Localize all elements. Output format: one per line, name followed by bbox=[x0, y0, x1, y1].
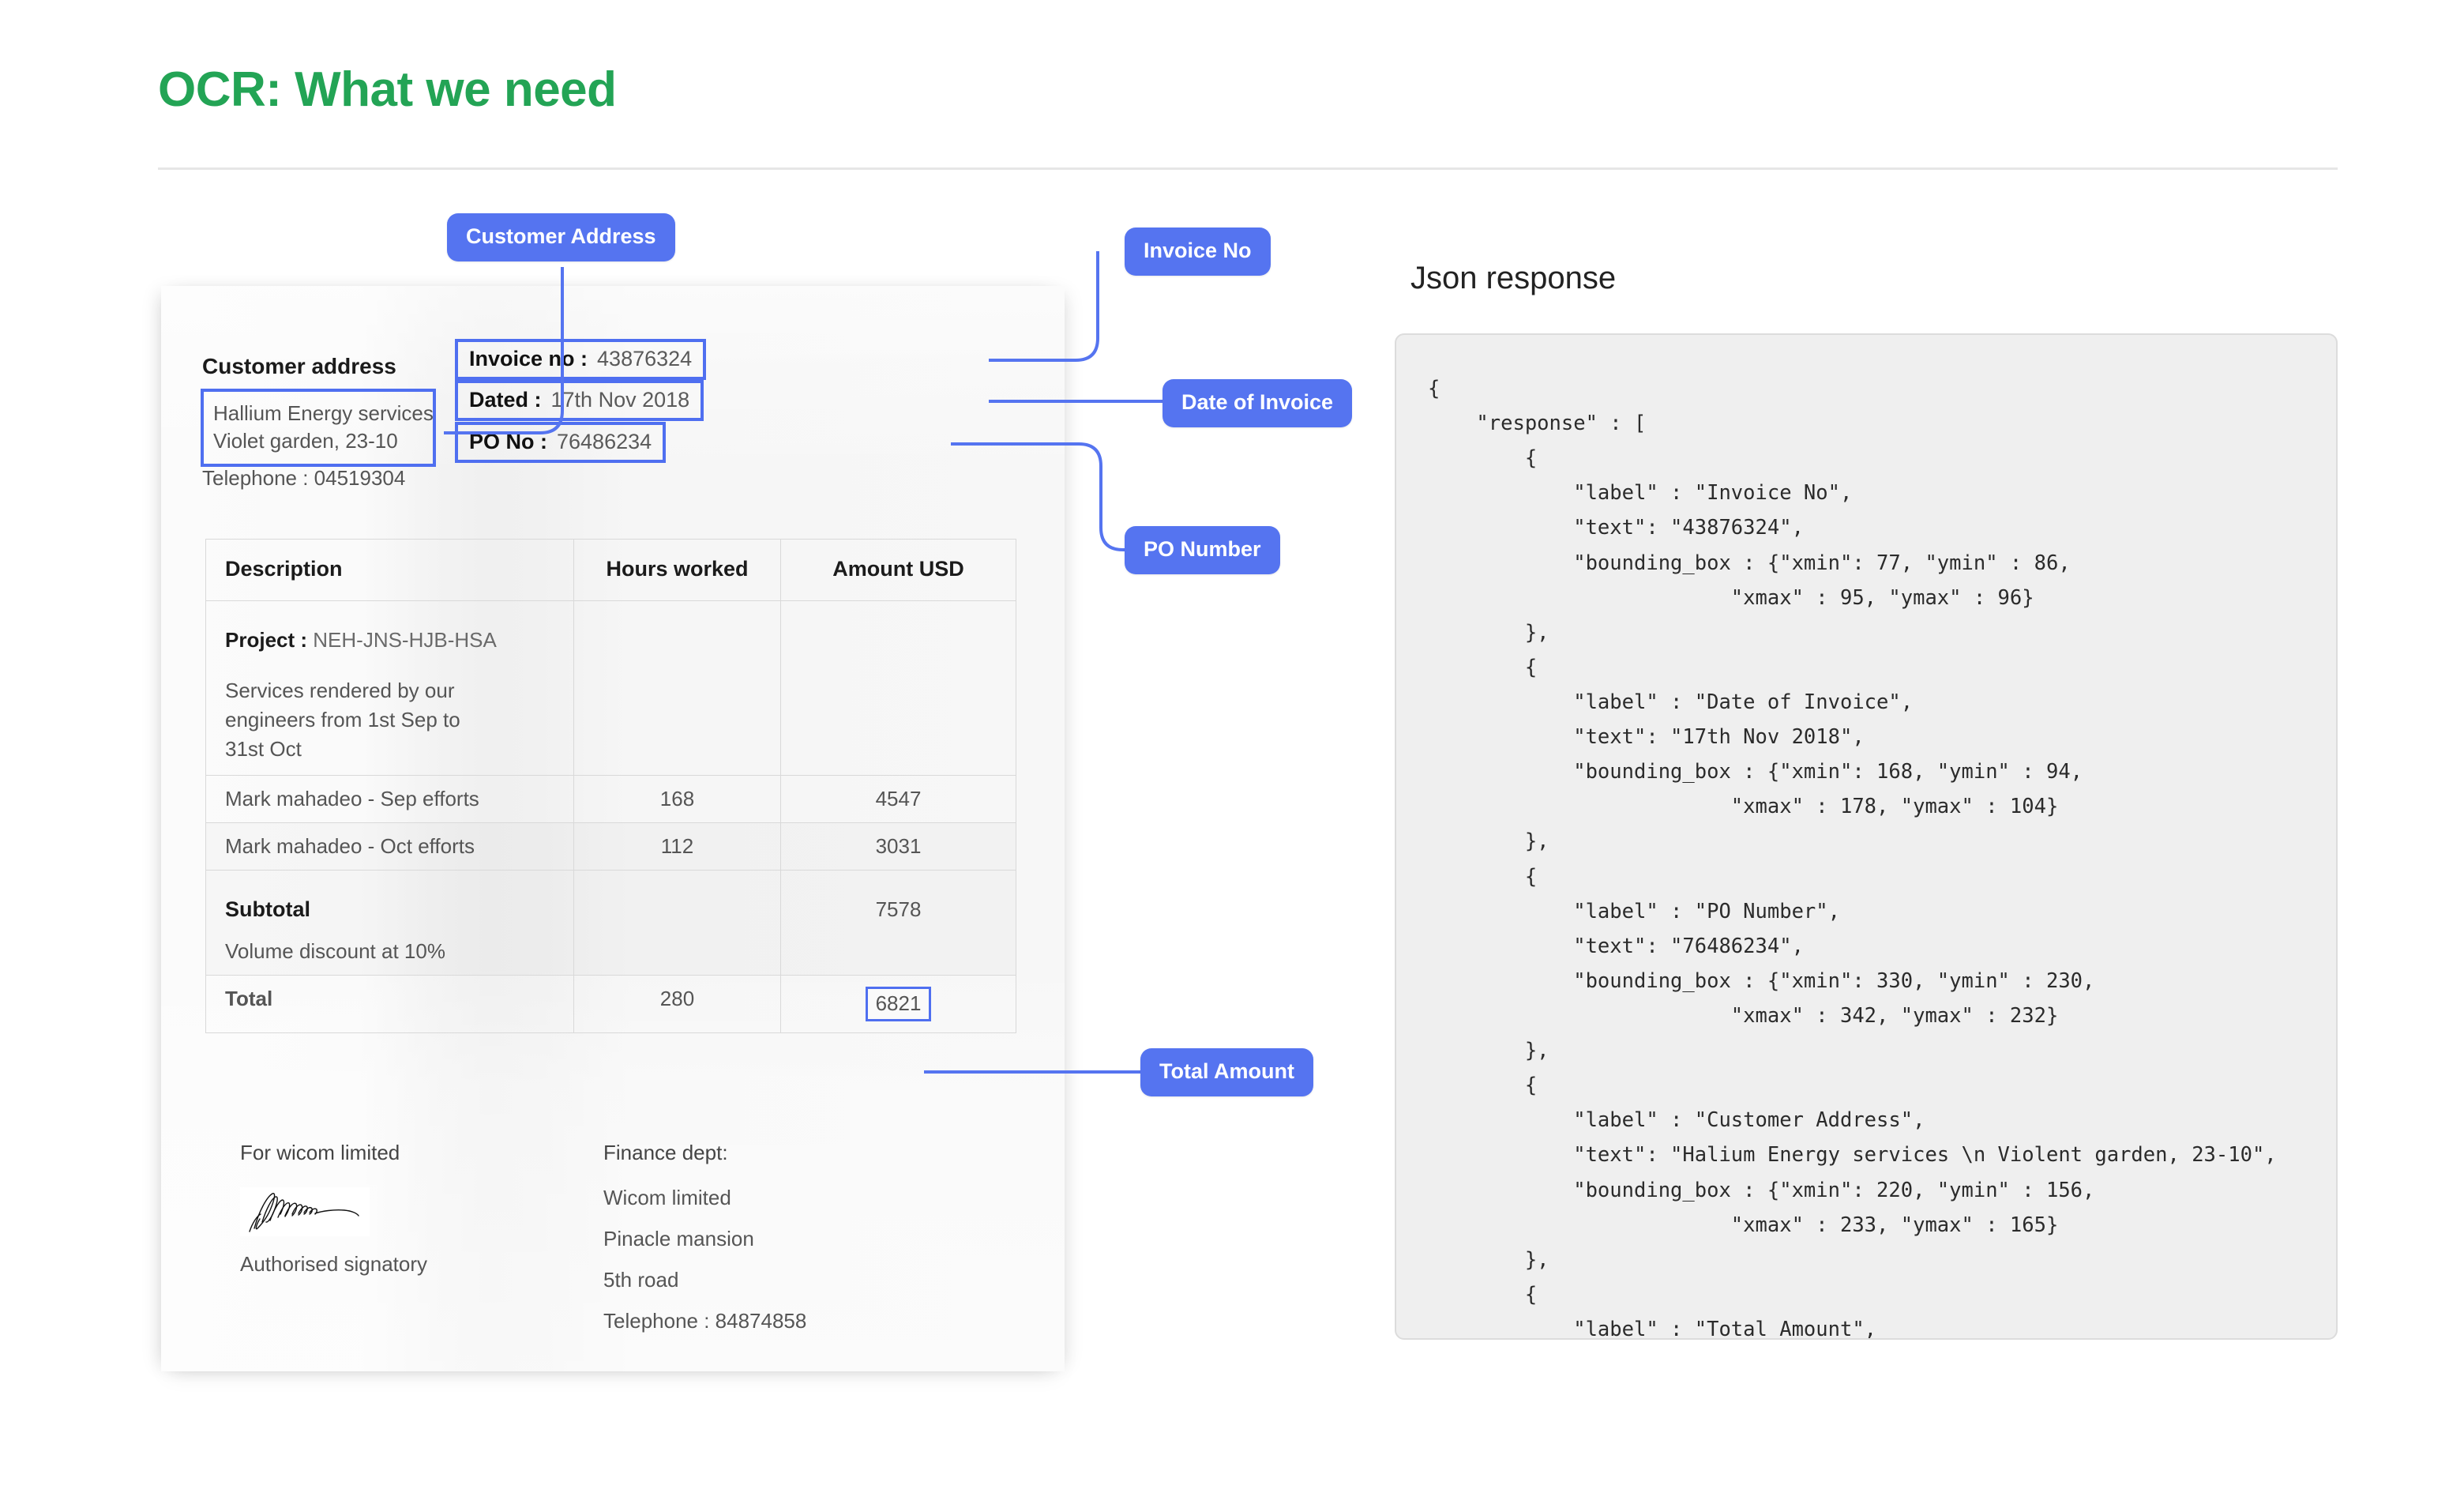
callout-customer-address[interactable]: Customer Address bbox=[447, 213, 675, 261]
column-header-hours-worked: Hours worked bbox=[573, 539, 781, 601]
customer-address-heading: Customer address bbox=[202, 354, 396, 378]
table-header-row: Description Hours worked Amount USD bbox=[205, 539, 1016, 601]
total-hours: 280 bbox=[573, 974, 781, 1033]
dated-value: 17th Nov 2018 bbox=[550, 388, 690, 412]
table-row: Mark mahadeo - Oct efforts 112 3031 bbox=[205, 822, 1016, 871]
discount-label: Volume discount at 10% bbox=[225, 938, 445, 963]
json-response-heading: Json response bbox=[1410, 261, 1617, 295]
column-header-amount-usd: Amount USD bbox=[780, 539, 1016, 601]
project-cell: Project : NEH-JNS-HJB-HSA Services rende… bbox=[205, 600, 574, 776]
services-description: Services rendered by our engineers from … bbox=[225, 679, 460, 761]
project-value: NEH-JNS-HJB-HSA bbox=[313, 628, 497, 652]
total-amount-highlight-box: 6821 bbox=[865, 986, 932, 1021]
po-no-value: 76486234 bbox=[557, 430, 652, 453]
finance-line-4: Telephone : 84874858 bbox=[603, 1309, 807, 1333]
customer-address-line-2: Violet garden, 23-10 bbox=[213, 428, 398, 453]
row-description: Mark mahadeo - Oct efforts bbox=[205, 822, 574, 871]
header-divider bbox=[158, 167, 2338, 170]
callout-po-number[interactable]: PO Number bbox=[1125, 526, 1280, 574]
json-response-code: { "response" : [ { "label" : "Invoice No… bbox=[1428, 377, 2277, 1340]
callout-total-amount[interactable]: Total Amount bbox=[1140, 1048, 1313, 1096]
customer-telephone: Telephone : 04519304 bbox=[202, 466, 406, 490]
customer-address-line-1: Hallium Energy services bbox=[213, 401, 434, 425]
finance-line-1: Wicom limited bbox=[603, 1186, 731, 1209]
signature-image bbox=[240, 1187, 370, 1236]
callout-date-of-invoice[interactable]: Date of Invoice bbox=[1163, 379, 1353, 427]
dated-highlight-box: Dated : 17th Nov 2018 bbox=[455, 380, 704, 421]
total-amount-cell: 6821 bbox=[780, 974, 1016, 1033]
finance-line-3: 5th road bbox=[603, 1268, 679, 1292]
row-hours: 112 bbox=[573, 822, 781, 871]
row-amount: 4547 bbox=[780, 774, 1016, 823]
invoice-document-card: Customer address Hallium Energy services… bbox=[161, 286, 1065, 1371]
dated-label: Dated : bbox=[469, 388, 542, 412]
subtotal-amount: 7578 bbox=[780, 869, 1016, 976]
po-no-highlight-box: PO No : 76486234 bbox=[455, 422, 667, 463]
page-title: OCR: What we need bbox=[158, 62, 617, 117]
table-row-total: Total 280 6821 bbox=[205, 974, 1016, 1033]
invoice-line-items-table: Description Hours worked Amount USD Proj… bbox=[205, 539, 1016, 1033]
subtotal-hours-cell bbox=[573, 869, 781, 976]
invoice-footer-right: Finance dept: Wicom limited Pinacle mans… bbox=[603, 1141, 806, 1352]
table-row-project: Project : NEH-JNS-HJB-HSA Services rende… bbox=[205, 600, 1016, 776]
subtotal-cell: Subtotal Volume discount at 10% bbox=[205, 869, 574, 976]
authorised-signatory-label: Authorised signatory bbox=[240, 1252, 428, 1276]
row-hours: 168 bbox=[573, 774, 781, 823]
for-company-label: For wicom limited bbox=[240, 1141, 400, 1164]
finance-dept-heading: Finance dept: bbox=[603, 1141, 728, 1164]
table-row-subtotal: Subtotal Volume discount at 10% 7578 bbox=[205, 869, 1016, 976]
row-description: Mark mahadeo - Sep efforts bbox=[205, 774, 574, 823]
invoice-no-highlight-box: Invoice no : 43876324 bbox=[455, 339, 707, 380]
project-hours-cell bbox=[573, 600, 781, 776]
row-amount: 3031 bbox=[780, 822, 1016, 871]
customer-address-highlight-box: Hallium Energy services Violet garden, 2… bbox=[201, 389, 436, 467]
callout-invoice-no[interactable]: Invoice No bbox=[1125, 228, 1271, 276]
invoice-footer-left: For wicom limited bbox=[240, 1141, 427, 1295]
subtotal-label: Subtotal bbox=[225, 897, 310, 921]
json-response-panel: { "response" : [ { "label" : "Invoice No… bbox=[1395, 333, 2338, 1340]
finance-line-2: Pinacle mansion bbox=[603, 1227, 754, 1250]
column-header-description: Description bbox=[205, 539, 574, 601]
project-label: Project : bbox=[225, 628, 308, 652]
table-row: Mark mahadeo - Sep efforts 168 4547 bbox=[205, 774, 1016, 823]
invoice-no-label: Invoice no : bbox=[469, 347, 588, 370]
po-no-label: PO No : bbox=[469, 430, 547, 453]
invoice-content: Customer address Hallium Energy services… bbox=[161, 286, 1065, 1371]
project-amount-cell bbox=[780, 600, 1016, 776]
total-label: Total bbox=[205, 974, 574, 1033]
invoice-no-value: 43876324 bbox=[597, 347, 693, 370]
